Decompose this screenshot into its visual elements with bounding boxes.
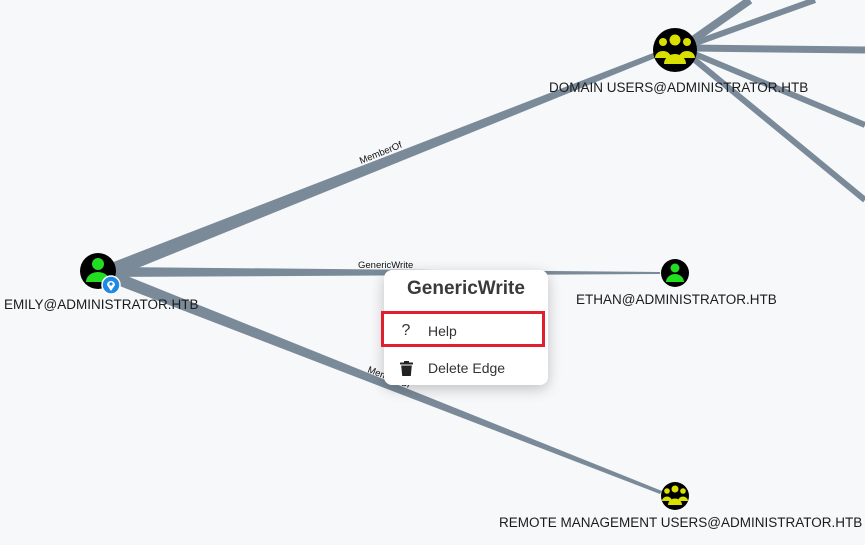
edge-offscreen-5[interactable] xyxy=(688,53,865,203)
edge-label-genericwrite: GenericWrite xyxy=(358,260,413,271)
group-icon xyxy=(655,34,695,64)
edge-offscreen-4[interactable] xyxy=(688,49,865,128)
node-label-remote-management-users[interactable]: REMOTE MANAGEMENT USERS@ADMINISTRATOR.HT… xyxy=(499,515,862,530)
edge-offscreen-1[interactable] xyxy=(687,0,753,46)
trash-icon xyxy=(384,360,428,376)
help-menu-item[interactable]: ? Help xyxy=(381,311,548,349)
owned-marker-icon xyxy=(101,275,121,295)
node-emily[interactable] xyxy=(80,253,121,295)
node-ethan[interactable] xyxy=(661,259,689,287)
question-mark-icon: ? xyxy=(401,322,411,339)
edge-context-menu: GenericWrite ? Help Delete Edge xyxy=(381,270,548,386)
edge-offscreen-2[interactable] xyxy=(688,0,817,48)
delete-edge-label: Delete Edge xyxy=(428,360,506,376)
group-icon xyxy=(662,485,688,505)
node-remote-management-users[interactable] xyxy=(661,482,689,510)
edge-offscreen-3[interactable] xyxy=(689,44,865,54)
context-menu-title: GenericWrite xyxy=(407,278,525,299)
user-icon xyxy=(666,263,684,282)
edge-memberof-remote-mgmt[interactable] xyxy=(104,270,662,494)
node-domain-users[interactable] xyxy=(653,28,697,72)
edge-memberof-domain-users[interactable] xyxy=(103,48,670,276)
node-label-ethan[interactable]: ETHAN@ADMINISTRATOR.HTB xyxy=(576,292,777,307)
node-label-emily[interactable]: EMILY@ADMINISTRATOR.HTB xyxy=(4,297,198,312)
help-label: Help xyxy=(428,323,457,339)
node-label-domain-users[interactable]: DOMAIN USERS@ADMINISTRATOR.HTB xyxy=(549,80,808,95)
delete-edge-menu-item[interactable]: Delete Edge xyxy=(384,350,548,386)
